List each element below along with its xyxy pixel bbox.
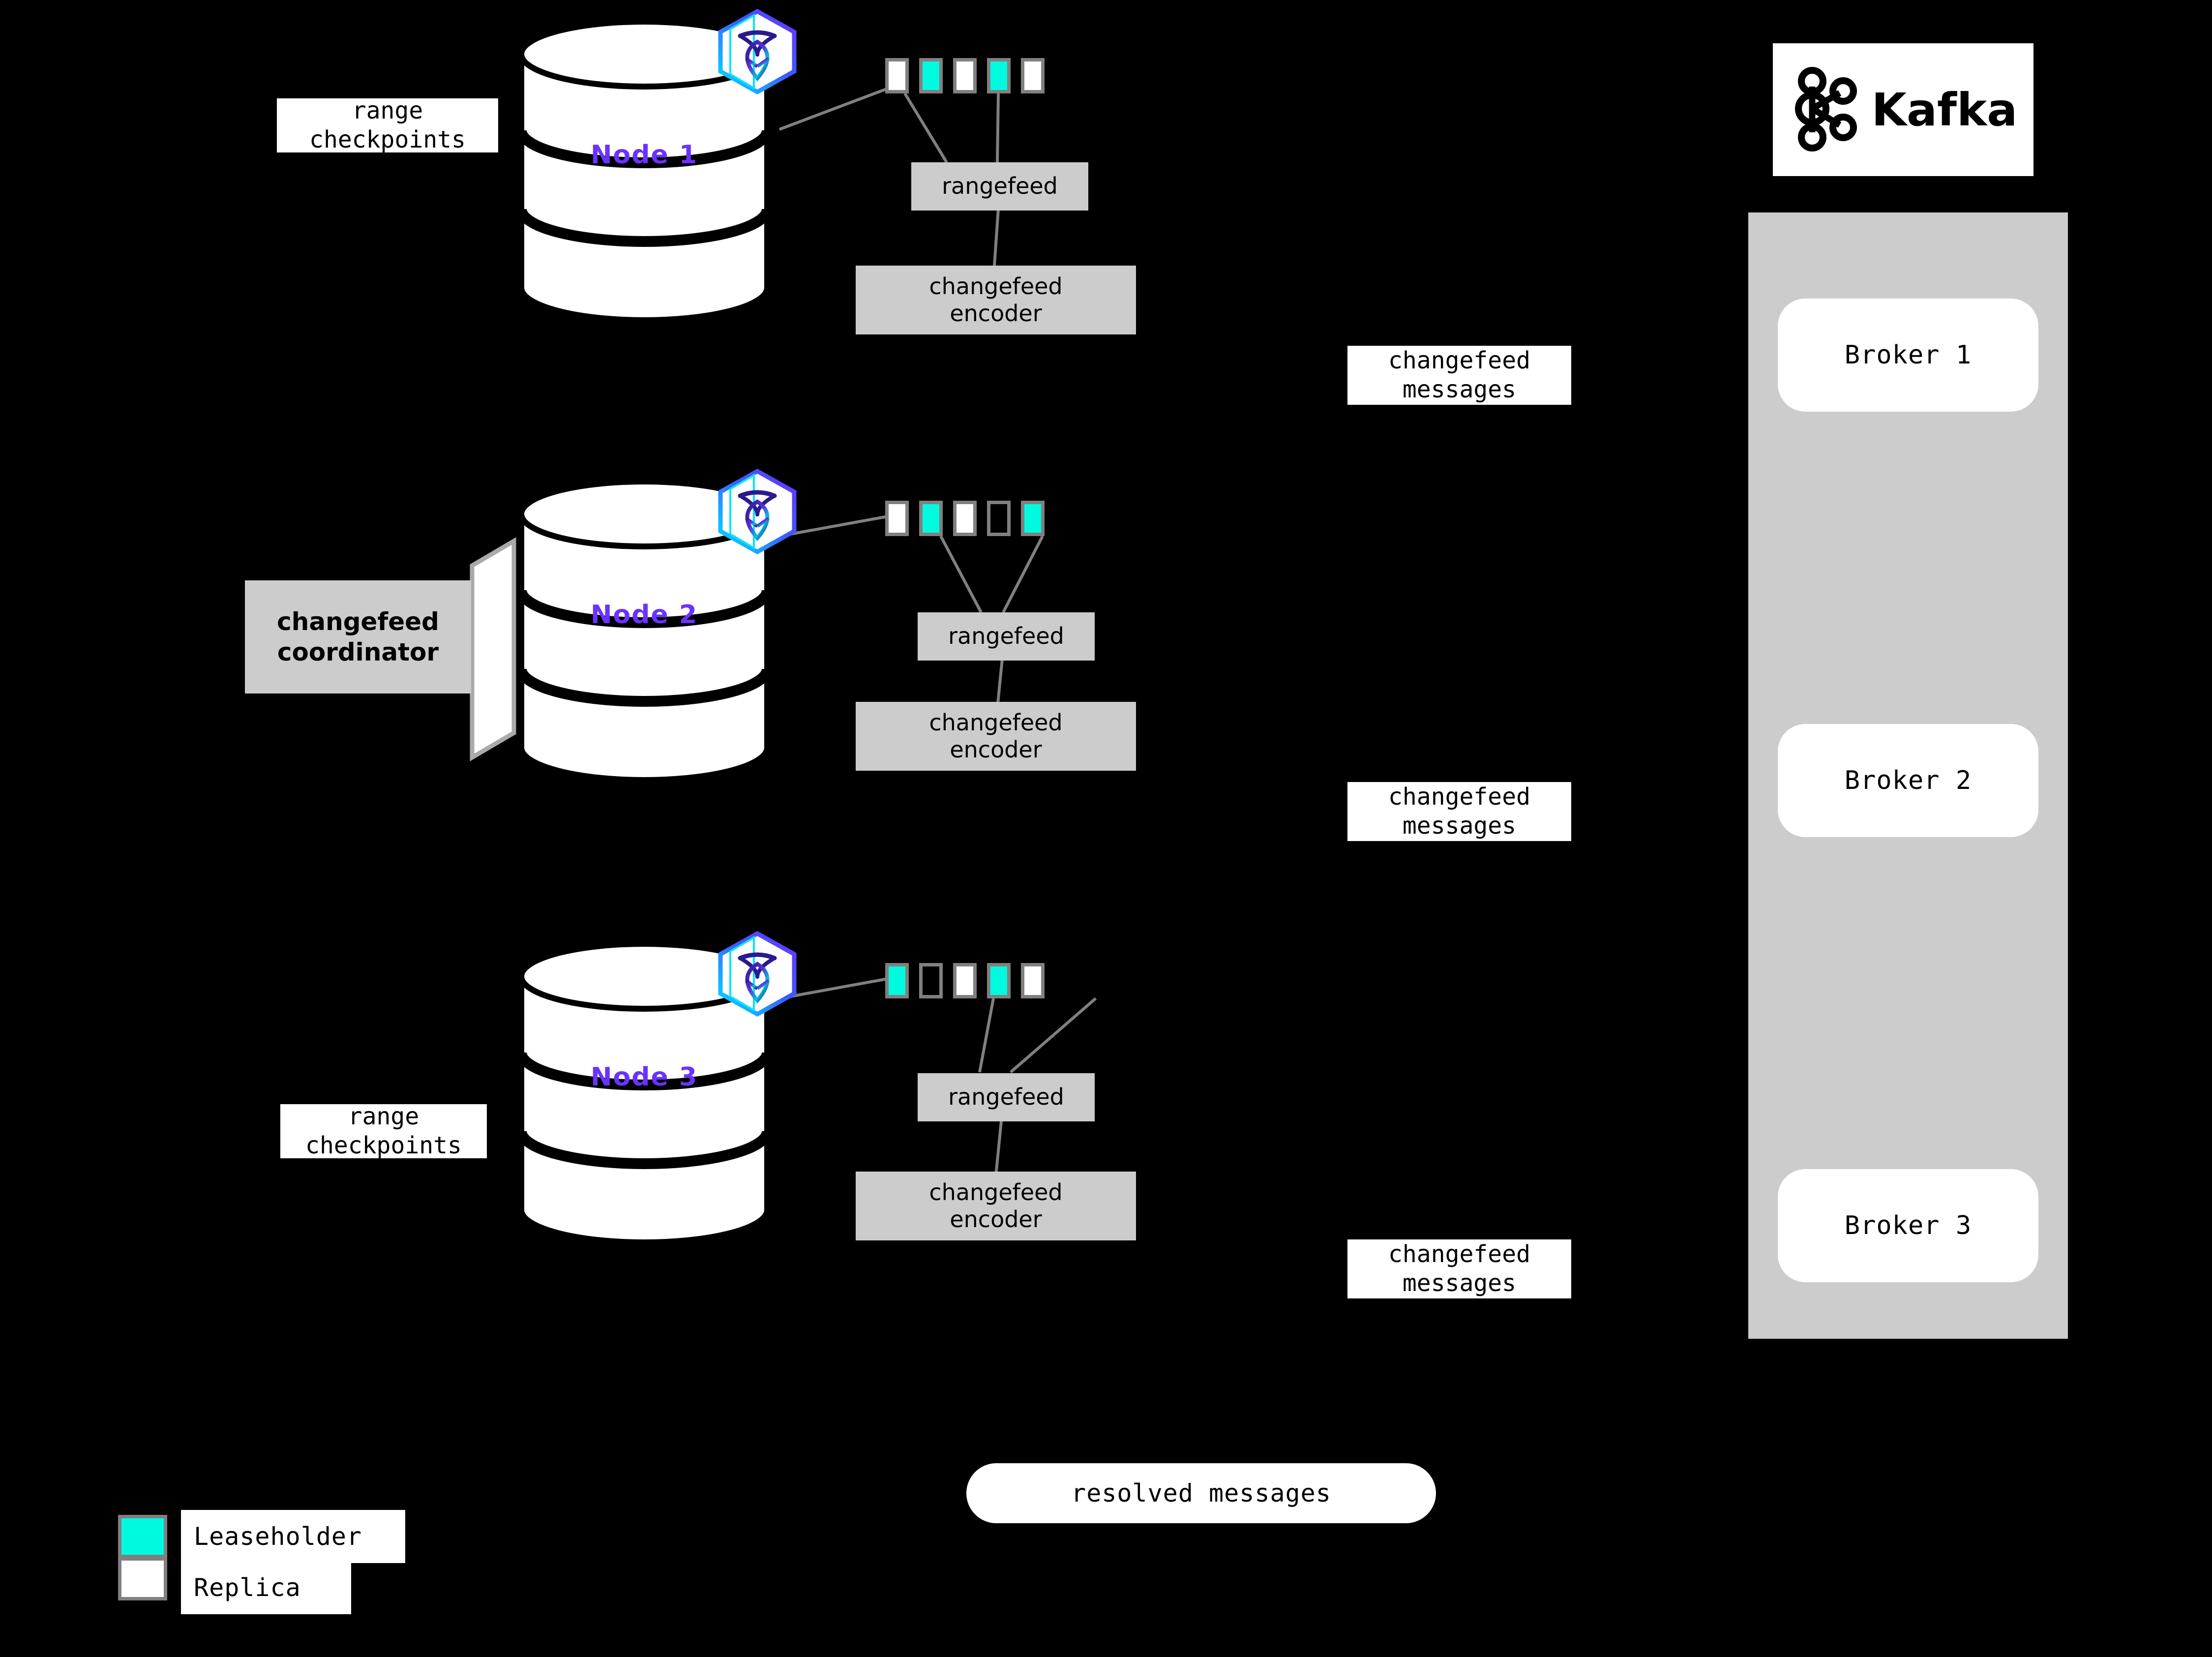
kafka-wordmark: Kafka (1871, 83, 2018, 136)
range-box-leaseholder[interactable] (919, 501, 943, 536)
kafka-logo-card: Kafka (1773, 43, 2033, 176)
legend-label-replica: Replica (181, 1561, 351, 1614)
cockroachdb-hexagon-icon (716, 7, 799, 98)
node-2-cylinder: Node 2 (511, 480, 777, 784)
range-box-leaseholder[interactable] (987, 963, 1011, 998)
kafka-cluster-panel: Broker 1 Broker 2 Broker 3 (1748, 212, 2068, 1339)
range-box-replica[interactable] (885, 58, 909, 93)
legend-label-leaseholder: Leaseholder (181, 1510, 405, 1563)
node-1-range-checkpoints-label: range checkpoints (277, 97, 498, 153)
node-2-changefeed-encoder-box[interactable]: changefeed encoder (856, 702, 1136, 771)
cockroachdb-hexagon-icon (716, 930, 799, 1020)
broker-card-2[interactable]: Broker 2 (1778, 724, 2038, 837)
node-1-label: Node 1 (590, 140, 698, 170)
cockroachdb-hexagon-icon (716, 467, 799, 558)
legend-swatch-leaseholder (118, 1515, 167, 1558)
range-box-replica[interactable] (953, 501, 977, 536)
node-2-range-row (885, 501, 1055, 536)
node-1-rangefeed-box[interactable]: rangefeed (911, 162, 1088, 211)
broker-card-1[interactable]: Broker 1 (1778, 299, 2038, 412)
range-box-replica[interactable] (885, 501, 909, 536)
range-box-leaseholder[interactable] (987, 58, 1011, 93)
range-box-leaseholder[interactable] (885, 963, 909, 998)
range-box-empty[interactable] (919, 963, 943, 998)
range-box-empty[interactable] (987, 501, 1011, 536)
range-box-replica[interactable] (1021, 963, 1045, 998)
range-box-leaseholder[interactable] (1021, 501, 1045, 536)
range-box-replica[interactable] (1021, 58, 1045, 93)
changefeed-messages-label-3: changefeed messages (1347, 1239, 1571, 1298)
changefeed-coordinator-box[interactable]: changefeed coordinator (245, 580, 471, 693)
range-box-replica[interactable] (953, 58, 977, 93)
node-3-range-checkpoints-label: range checkpoints (280, 1103, 487, 1159)
node-1-range-row (885, 58, 1055, 93)
legend-swatch-replica (118, 1557, 167, 1600)
kafka-node-graph-icon (1789, 63, 1863, 156)
resolved-messages-pill: resolved messages (966, 1463, 1436, 1523)
node-3-rangefeed-box[interactable]: rangefeed (918, 1073, 1095, 1121)
node-3-changefeed-encoder-box[interactable]: changefeed encoder (856, 1172, 1136, 1240)
node-3-label: Node 3 (590, 1062, 698, 1092)
range-box-replica[interactable] (953, 963, 977, 998)
node-2-rangefeed-box[interactable]: rangefeed (918, 612, 1095, 661)
range-box-leaseholder[interactable] (919, 58, 943, 93)
node-3-range-row (885, 963, 1055, 998)
changefeed-messages-label-1: changefeed messages (1347, 346, 1571, 405)
changefeed-messages-label-2: changefeed messages (1347, 782, 1571, 841)
node-1-changefeed-encoder-box[interactable]: changefeed encoder (856, 266, 1136, 334)
node-3-cylinder: Node 3 (511, 942, 777, 1247)
node-1-cylinder: Node 1 (511, 20, 777, 325)
node-2-label: Node 2 (590, 600, 698, 630)
broker-card-3[interactable]: Broker 3 (1778, 1169, 2038, 1282)
